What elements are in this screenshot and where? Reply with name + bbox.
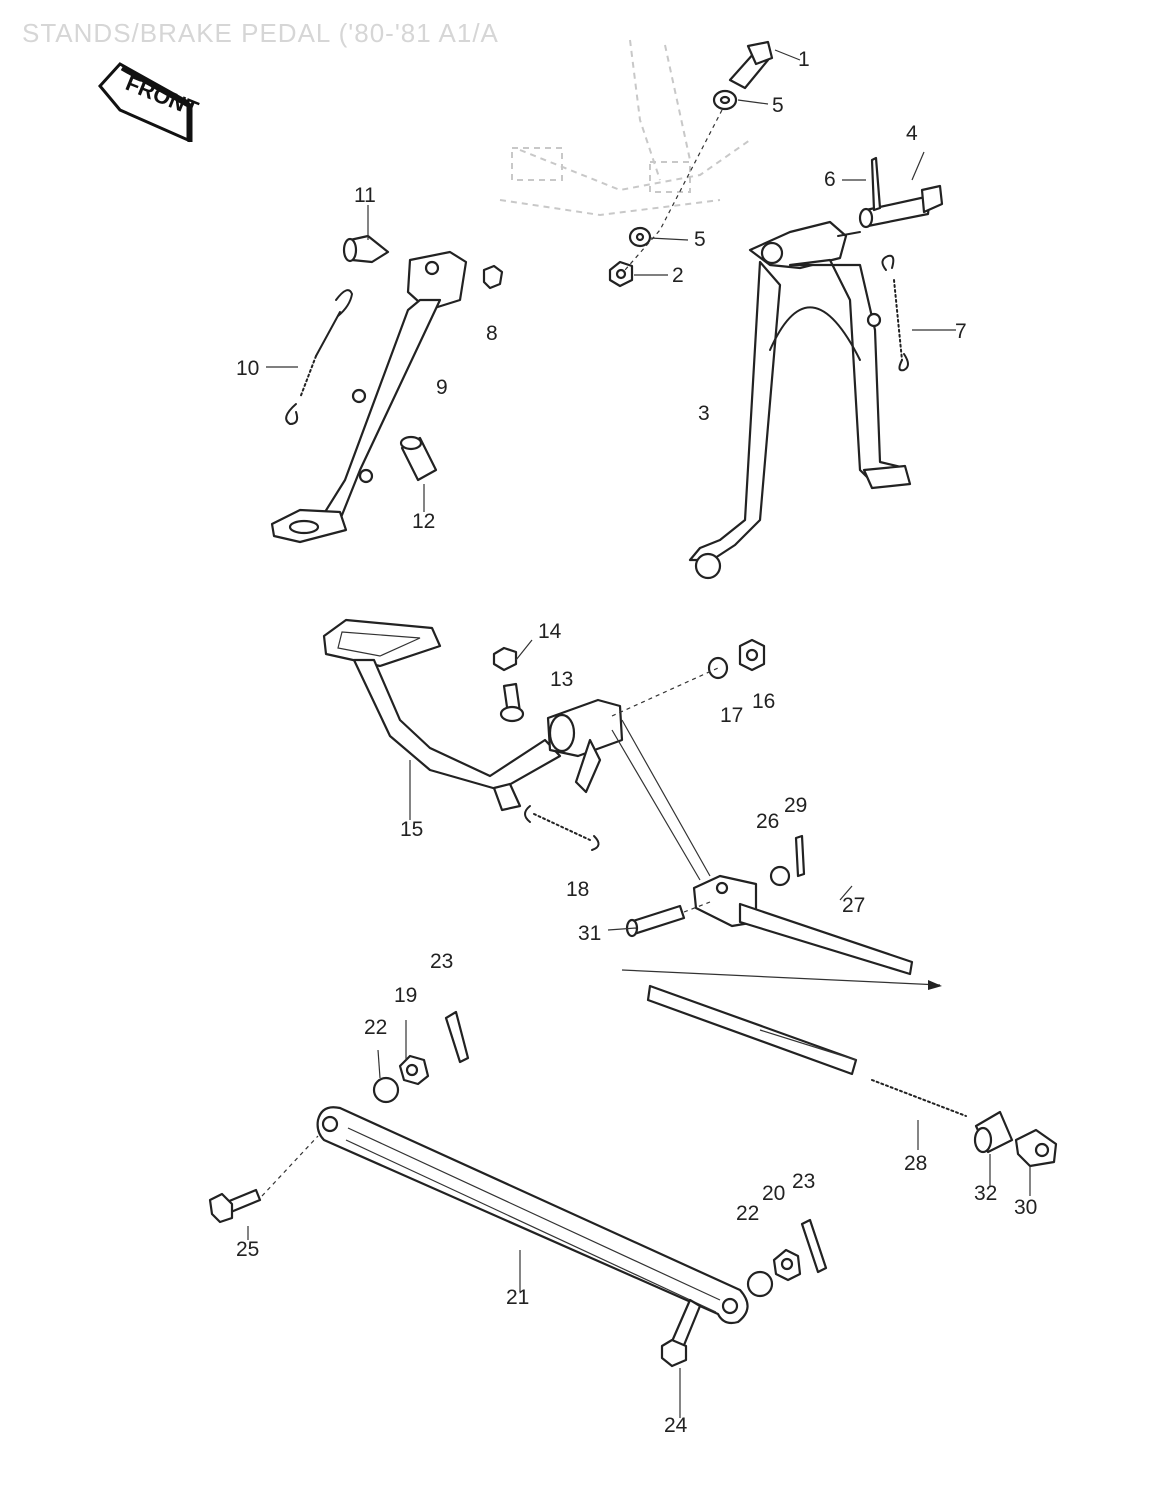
lever-clevis-pin [625, 904, 686, 938]
callout-23-rear: 23 [792, 1170, 815, 1193]
side-stand-nut [482, 264, 504, 290]
brake-rod [646, 984, 858, 1076]
stand-nut [608, 260, 634, 288]
callout-11: 11 [354, 184, 376, 207]
front-direction-badge: FRONT [98, 62, 202, 143]
callout-24: 24 [664, 1414, 688, 1437]
leader-lines [247, 49, 1031, 1418]
callout-16: 16 [752, 690, 775, 713]
callout-20: 20 [762, 1182, 785, 1205]
lockwasher-rear [746, 1270, 774, 1298]
nut-rear [772, 1248, 802, 1282]
callout-3: 3 [698, 402, 710, 425]
cotter-pin [870, 156, 882, 212]
cotter-pin-front [444, 1010, 470, 1064]
callout-5-lower: 5 [694, 228, 706, 251]
callout-12: 12 [412, 510, 435, 533]
callout-31: 31 [578, 922, 601, 945]
side-stand-spring [285, 289, 353, 425]
torque-link-bolt-front [208, 1188, 262, 1224]
lever-washer [769, 865, 791, 887]
callout-32: 32 [974, 1182, 997, 1205]
callout-21: 21 [506, 1286, 529, 1309]
pedal-stop-nut [492, 646, 518, 672]
callout-13: 13 [550, 668, 573, 691]
callout-6: 6 [824, 168, 836, 191]
side-stand-bolt [342, 234, 390, 264]
callout-8: 8 [486, 322, 498, 345]
callout-29: 29 [784, 794, 807, 817]
callout-27: 27 [842, 894, 865, 917]
callout-10: 10 [236, 357, 259, 380]
center-stand-pivot-shaft [858, 184, 944, 229]
nut-front [398, 1054, 430, 1086]
callout-labels: 1 5 4 6 5 2 7 3 11 8 10 9 12 14 13 16 17… [236, 48, 1037, 1437]
side-stand-rubber [399, 435, 438, 482]
callout-22-rear: 22 [736, 1202, 759, 1225]
callout-23-front: 23 [430, 950, 453, 973]
callout-17: 17 [720, 704, 743, 727]
callout-18: 18 [566, 878, 589, 901]
lever-cotter-pin [794, 834, 806, 878]
callout-5-upper: 5 [772, 94, 784, 117]
callout-9: 9 [436, 376, 448, 399]
callout-2: 2 [672, 264, 684, 287]
callout-25: 25 [236, 1238, 259, 1261]
callout-30: 30 [1014, 1196, 1037, 1219]
torque-link [316, 1106, 749, 1325]
center-stand-spring [881, 254, 909, 372]
brake-pedal [322, 618, 624, 812]
callout-15: 15 [400, 818, 423, 841]
pedal-washer [707, 656, 729, 680]
pedal-nut [738, 638, 766, 672]
callout-19: 19 [394, 984, 417, 1007]
rod-collar [973, 1110, 1014, 1154]
washer-lower [628, 226, 652, 248]
callout-4: 4 [906, 122, 918, 145]
brake-lever [692, 874, 914, 976]
side-stand [270, 250, 468, 544]
torque-link-bolt-rear [660, 1298, 702, 1368]
brake-pedal-spring [524, 805, 600, 851]
callout-1: 1 [798, 48, 810, 71]
callout-7: 7 [955, 320, 967, 343]
callout-22-front: 22 [364, 1016, 387, 1039]
callout-14: 14 [538, 620, 562, 643]
center-stand [688, 220, 912, 580]
cotter-pin-rear [800, 1218, 828, 1274]
washer-upper [712, 89, 738, 111]
diagram-title: STANDS/BRAKE PEDAL ('80-'81 A1/A [22, 18, 499, 48]
stand-mounting-bolt [728, 40, 774, 90]
callout-28: 28 [904, 1152, 927, 1175]
brake-rod-spring [871, 1079, 967, 1117]
lockwasher-front [372, 1076, 400, 1104]
callout-26: 26 [756, 810, 779, 833]
adjusting-nut [1014, 1128, 1058, 1168]
pedal-stop-bolt [499, 682, 525, 723]
frame-outline [499, 39, 751, 217]
